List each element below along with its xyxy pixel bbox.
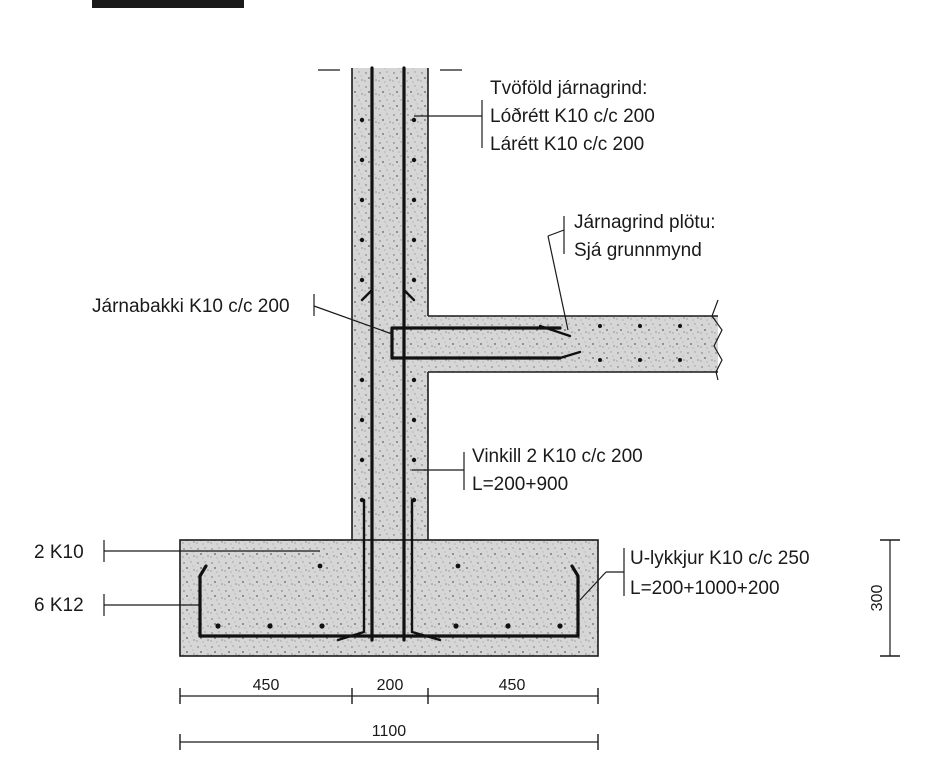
- footing-rebar-dots: [215, 563, 563, 629]
- u-loop-rebar: [198, 564, 580, 638]
- slab-rebar-dots: [598, 324, 682, 362]
- u-loops-title: U-lykkjur K10 c/c 250: [630, 548, 810, 569]
- tray-label: Járnabakki K10 c/c 200: [92, 296, 290, 317]
- dim-left-width: 450: [253, 677, 280, 694]
- dim-wall-width: 200: [377, 677, 404, 694]
- u-loops-length: L=200+1000+200: [630, 578, 780, 599]
- cropped-fragment: [92, 0, 244, 8]
- top-bars-label: 2 K10: [34, 542, 84, 563]
- tray-rebar: [390, 324, 582, 360]
- dim-total-width: 1100: [372, 723, 407, 740]
- angle-title: Vinkill 2 K10 c/c 200: [472, 446, 643, 467]
- wall-vertical-rebars: [360, 66, 416, 642]
- angle-length: L=200+900: [472, 474, 568, 495]
- bottom-bars-label: 6 K12: [34, 595, 84, 616]
- slab-mesh-ref: Sjá grunnmynd: [574, 240, 702, 261]
- wall-mesh-title: Tvöföld járnagrind:: [490, 78, 647, 99]
- dim-footing-height: 300: [869, 585, 886, 612]
- wall-mesh-vertical: Lóðrétt K10 c/c 200: [490, 106, 655, 127]
- floor-slab-section: [428, 316, 718, 372]
- wall-mesh-horizontal: Lárétt K10 c/c 200: [490, 134, 644, 155]
- wall-section: [352, 68, 428, 540]
- slab-mesh-title: Járnagrind plötu:: [574, 212, 716, 233]
- footing-section: [179, 539, 599, 657]
- dim-right-width: 450: [499, 677, 526, 694]
- dimension-lines: [179, 539, 900, 750]
- leader-lines: [103, 100, 625, 616]
- wall-horizontal-rebar-dots: [359, 117, 417, 503]
